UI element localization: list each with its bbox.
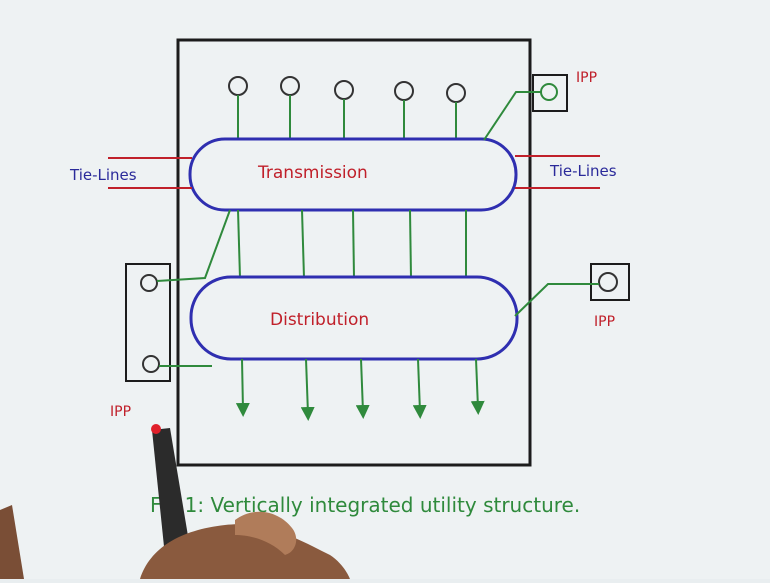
ipp-top-right-label: IPP (576, 70, 597, 86)
ipp-right-label: IPP (594, 314, 615, 330)
tie-lines-left-label: Tie-Lines (69, 166, 137, 184)
tie-lines-right-label: Tie-Lines (549, 162, 617, 180)
load-arrow-1 (242, 359, 243, 410)
ipp-left-label: IPP (110, 404, 131, 420)
transmission-label: Transmission (257, 163, 368, 183)
figure-caption: Fig.1: Vertically integrated utility str… (150, 493, 580, 517)
distribution-label: Distribution (270, 310, 369, 330)
